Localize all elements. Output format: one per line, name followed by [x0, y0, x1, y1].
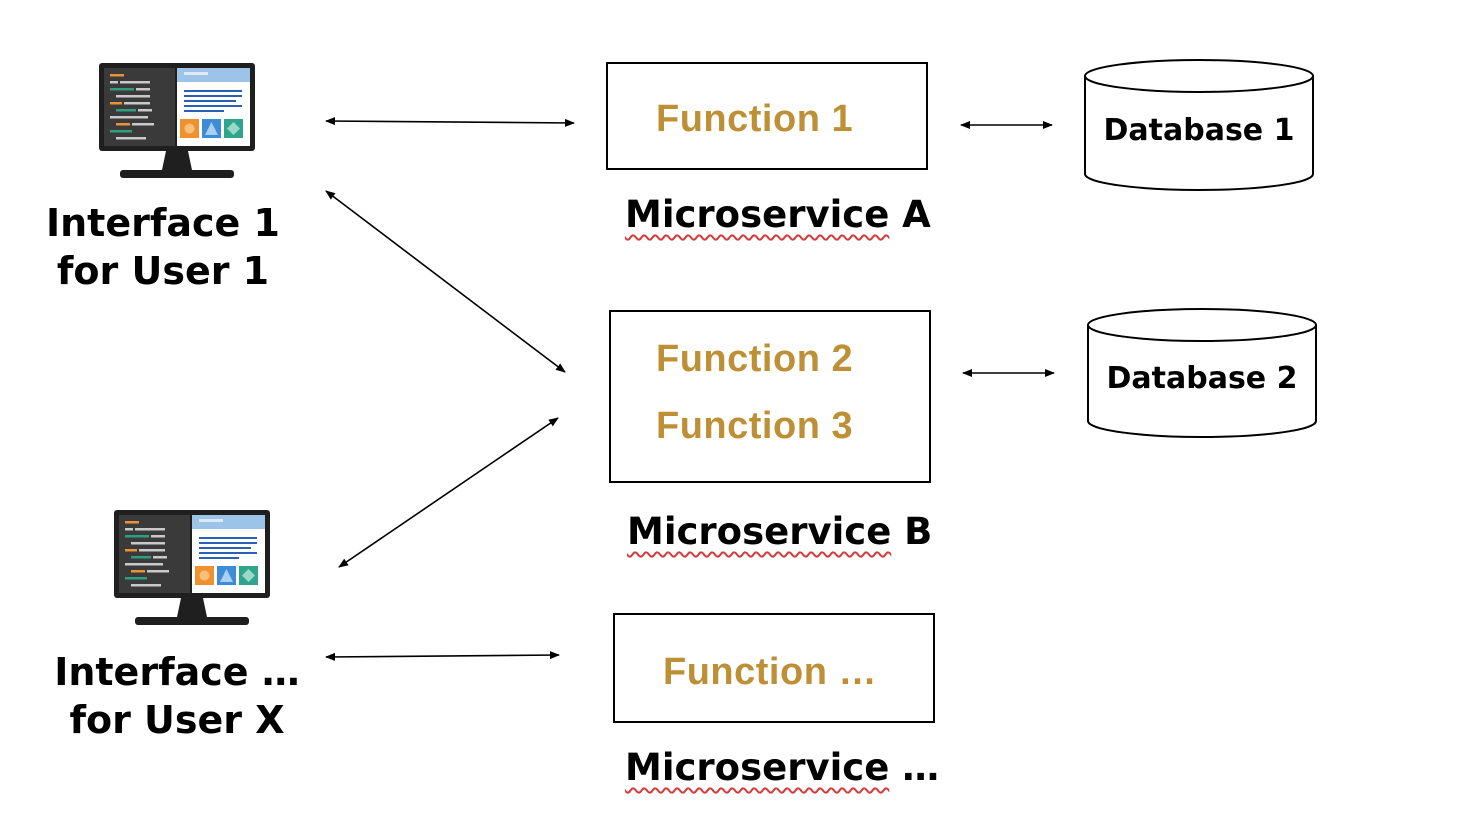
microservice-a-label: Microservice A [625, 193, 931, 236]
database-1-label: Database 1 [1103, 113, 1295, 148]
microservice-b-label-suffix: B [891, 510, 933, 553]
interface-1-label: Interface 1 for User 1 [40, 199, 286, 295]
microservice-a-label-word: Microservice [625, 193, 890, 236]
microservice-b-label-word: Microservice [627, 510, 892, 553]
arrow-interfacex-to-microservice-b [338, 417, 559, 568]
microservice-n-label-suffix: … [889, 746, 940, 789]
interface-x-label-line2: for User X [69, 698, 285, 742]
microservice-n-label-word: Microservice [625, 746, 890, 789]
arrow-interface1-to-microservice-a [325, 117, 575, 127]
interface-1-label-line2: for User 1 [56, 249, 270, 293]
microservice-b-label: Microservice B [627, 510, 932, 553]
function-n-label: Function … [663, 651, 877, 693]
computer-monitor-icon [99, 63, 255, 178]
database-2-label: Database 2 [1106, 361, 1298, 396]
interface-1-label-line1: Interface 1 [45, 201, 280, 245]
arrow-interface1-to-microservice-b [325, 190, 566, 373]
function-2-label: Function 2 [656, 338, 854, 380]
microservice-n-label: Microservice … [625, 746, 939, 789]
microservice-a-box: Function 1 [606, 62, 928, 170]
microservice-a-label-suffix: A [889, 193, 931, 236]
function-1-label: Function 1 [656, 98, 854, 140]
interface-x-label-line1: Interface … [54, 650, 300, 694]
arrow-interfacex-to-microservice-n [325, 651, 560, 661]
database-cylinder-icon [1084, 59, 1314, 191]
microservice-b-box: Function 2 Function 3 [609, 310, 931, 483]
database-cylinder-icon [1087, 308, 1317, 438]
computer-monitor-icon [114, 510, 270, 625]
microservice-n-box: Function … [613, 613, 935, 723]
function-3-label: Function 3 [656, 405, 854, 447]
interface-x-label: Interface … for User X [46, 648, 308, 744]
